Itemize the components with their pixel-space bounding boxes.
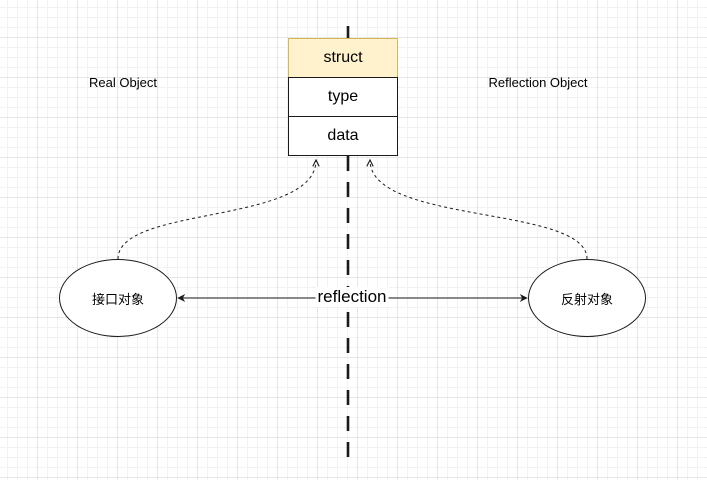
left-dashed-link bbox=[117, 160, 316, 260]
real-object-label: Real Object bbox=[89, 75, 157, 90]
reflection-object-node: 反射对象 bbox=[528, 259, 646, 337]
struct-header: struct bbox=[288, 38, 398, 78]
data-field: data bbox=[288, 116, 398, 156]
struct-table: struct type data bbox=[288, 38, 398, 156]
reflection-edge-label: reflection bbox=[315, 287, 389, 307]
interface-object-node: 接口对象 bbox=[59, 259, 177, 337]
right-dashed-link bbox=[370, 160, 588, 260]
type-field: type bbox=[288, 77, 398, 117]
reflection-object-label: Reflection Object bbox=[488, 75, 588, 90]
